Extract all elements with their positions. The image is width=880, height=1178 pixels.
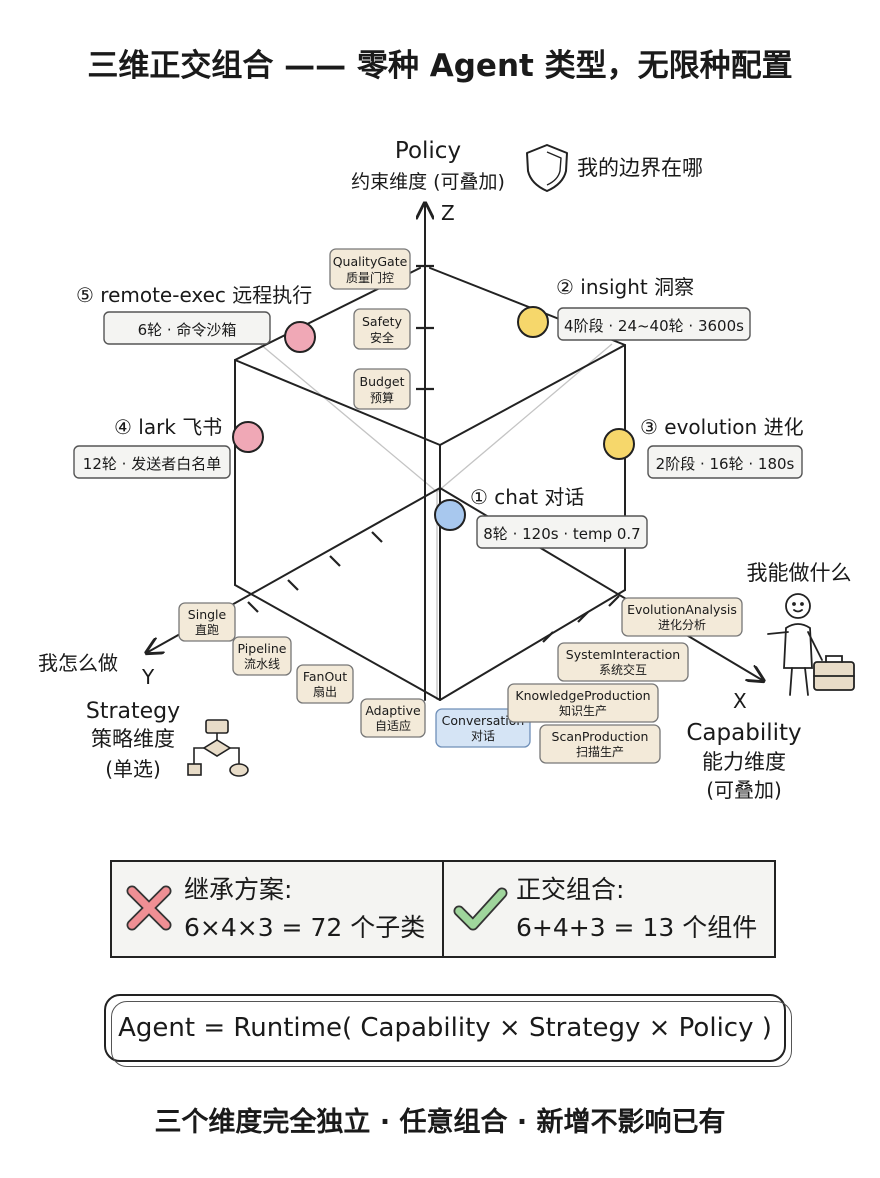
- svg-text:Single: Single: [188, 607, 227, 622]
- z-axis-name: Policy: [395, 138, 461, 164]
- svg-text:④ lark 飞书: ④ lark 飞书: [114, 415, 222, 439]
- svg-text:4阶段 · 24~40轮 · 3600s: 4阶段 · 24~40轮 · 3600s: [564, 317, 744, 335]
- flowchart-icon: [187, 719, 249, 777]
- strategy-tick: FanOut 扇出: [296, 664, 354, 704]
- svg-text:12轮 · 发送者白名单: 12轮 · 发送者白名单: [83, 455, 221, 473]
- page-title: 三维正交组合 —— 零种 Agent 类型，无限种配置: [87, 48, 792, 84]
- config-dot-remote-exec: [284, 321, 316, 353]
- inheritance-panel: 继承方案: 6×4×3 = 72 个子类: [112, 862, 442, 956]
- svg-text:Pipeline: Pipeline: [238, 641, 287, 656]
- x-axis-note: (可叠加): [706, 778, 782, 802]
- strategy-tick: Single 直跑: [178, 602, 236, 642]
- svg-text:① chat 对话: ① chat 对话: [470, 485, 584, 509]
- svg-text:SystemInteraction: SystemInteraction: [566, 647, 680, 662]
- cube-edges: [234, 267, 626, 701]
- z-axis-subtitle: 约束维度 (可叠加): [351, 171, 505, 193]
- capability-tick: KnowledgeProduction 知识生产: [507, 683, 659, 723]
- config-dot-lark: [232, 421, 264, 453]
- policy-tick: Safety 安全: [353, 308, 411, 350]
- capability-tick: SystemInteraction 系统交互: [557, 642, 689, 682]
- x-axis-name: Capability: [686, 720, 801, 746]
- check-icon: [453, 887, 508, 931]
- config-dot-insight: [517, 306, 549, 338]
- svg-text:Adaptive: Adaptive: [365, 703, 421, 718]
- capability-tick: Conversation 对话: [435, 708, 531, 748]
- svg-text:Conversation: Conversation: [442, 713, 525, 728]
- svg-text:② insight 洞察: ② insight 洞察: [556, 275, 694, 299]
- capability-tick: EvolutionAnalysis 进化分析: [621, 597, 743, 637]
- config-dot-chat: [434, 499, 466, 531]
- config-evolution: ③ evolution 进化 2阶段 · 16轮 · 180s: [640, 415, 804, 479]
- y-axis-question: 我怎么做: [38, 651, 118, 675]
- svg-text:质量门控: 质量门控: [346, 270, 394, 285]
- strategy-tick: Pipeline 流水线: [232, 636, 292, 676]
- z-axis-question: 我的边界在哪: [577, 156, 703, 180]
- orthogonal-panel: 正交组合: 6+4+3 = 13 个组件: [442, 862, 774, 956]
- orthogonal-formula: 6+4+3 = 13 个组件: [516, 913, 758, 942]
- svg-text:知识生产: 知识生产: [559, 704, 607, 718]
- svg-text:扫描生产: 扫描生产: [576, 745, 624, 759]
- svg-text:对话: 对话: [471, 729, 495, 743]
- shield-icon: [526, 144, 568, 192]
- strategy-tick: Adaptive 自适应: [360, 698, 426, 738]
- svg-text:③ evolution 进化: ③ evolution 进化: [640, 415, 804, 439]
- orthogonal-title: 正交组合:: [516, 875, 625, 904]
- svg-text:自适应: 自适应: [375, 718, 411, 733]
- config-dot-evolution: [603, 428, 635, 460]
- policy-tick: QualityGate 质量门控: [329, 248, 411, 290]
- y-axis-name: Strategy: [86, 699, 180, 724]
- comparison-box: 继承方案: 6×4×3 = 72 个子类 正交组合: 6+4+3 = 13 个组…: [110, 860, 776, 958]
- policy-tick: Budget 预算: [353, 368, 411, 410]
- svg-text:系统交互: 系统交互: [599, 662, 647, 677]
- svg-text:扇出: 扇出: [313, 684, 337, 699]
- svg-text:KnowledgeProduction: KnowledgeProduction: [515, 688, 650, 703]
- svg-text:2阶段 · 16轮 · 180s: 2阶段 · 16轮 · 180s: [656, 455, 795, 473]
- svg-text:流水线: 流水线: [244, 657, 280, 671]
- formula-text: Agent = Runtime( Capability × Strategy ×…: [118, 1013, 772, 1043]
- svg-text:⑤ remote-exec 远程执行: ⑤ remote-exec 远程执行: [76, 283, 312, 307]
- cross-icon: [126, 885, 172, 931]
- config-chat: ① chat 对话 8轮 · 120s · temp 0.7: [470, 485, 648, 549]
- svg-text:直跑: 直跑: [195, 623, 219, 637]
- svg-text:Safety: Safety: [362, 314, 403, 329]
- svg-text:预算: 预算: [370, 390, 394, 405]
- svg-text:Budget: Budget: [360, 374, 405, 389]
- footer-text: 三个维度完全独立 · 任意组合 · 新增不影响已有: [154, 1107, 726, 1138]
- config-insight: ② insight 洞察 4阶段 · 24~40轮 · 3600s: [556, 275, 751, 341]
- y-axis-note: (单选): [105, 757, 161, 781]
- formula-box: Agent = Runtime( Capability × Strategy ×…: [104, 994, 792, 1067]
- stick-figure-icon: [767, 593, 855, 696]
- y-axis-letter: Y: [141, 665, 155, 689]
- svg-text:6轮 · 命令沙箱: 6轮 · 命令沙箱: [138, 321, 237, 339]
- svg-text:QualityGate: QualityGate: [333, 254, 408, 269]
- svg-text:EvolutionAnalysis: EvolutionAnalysis: [627, 602, 737, 617]
- x-axis-question: 我能做什么: [747, 561, 852, 585]
- config-lark: ④ lark 飞书 12轮 · 发送者白名单: [73, 415, 231, 479]
- svg-text:ScanProduction: ScanProduction: [552, 729, 649, 744]
- cube-diagram: 三维正交组合 —— 零种 Agent 类型，无限种配置: [38, 48, 855, 802]
- z-axis-letter: Z: [441, 201, 455, 225]
- svg-text:进化分析: 进化分析: [658, 618, 706, 632]
- x-axis-subtitle: 能力维度: [702, 750, 786, 774]
- axis-ticks: [247, 264, 661, 643]
- svg-text:安全: 安全: [370, 330, 394, 345]
- svg-text:FanOut: FanOut: [303, 669, 347, 684]
- inheritance-formula: 6×4×3 = 72 个子类: [184, 913, 426, 942]
- y-axis-subtitle: 策略维度: [91, 727, 175, 751]
- capability-tick: ScanProduction 扫描生产: [539, 724, 661, 764]
- svg-text:8轮 · 120s · temp 0.7: 8轮 · 120s · temp 0.7: [483, 525, 640, 543]
- inheritance-title: 继承方案:: [184, 875, 293, 904]
- x-axis-letter: X: [733, 689, 747, 713]
- config-remote-exec: ⑤ remote-exec 远程执行 6轮 · 命令沙箱: [76, 283, 312, 345]
